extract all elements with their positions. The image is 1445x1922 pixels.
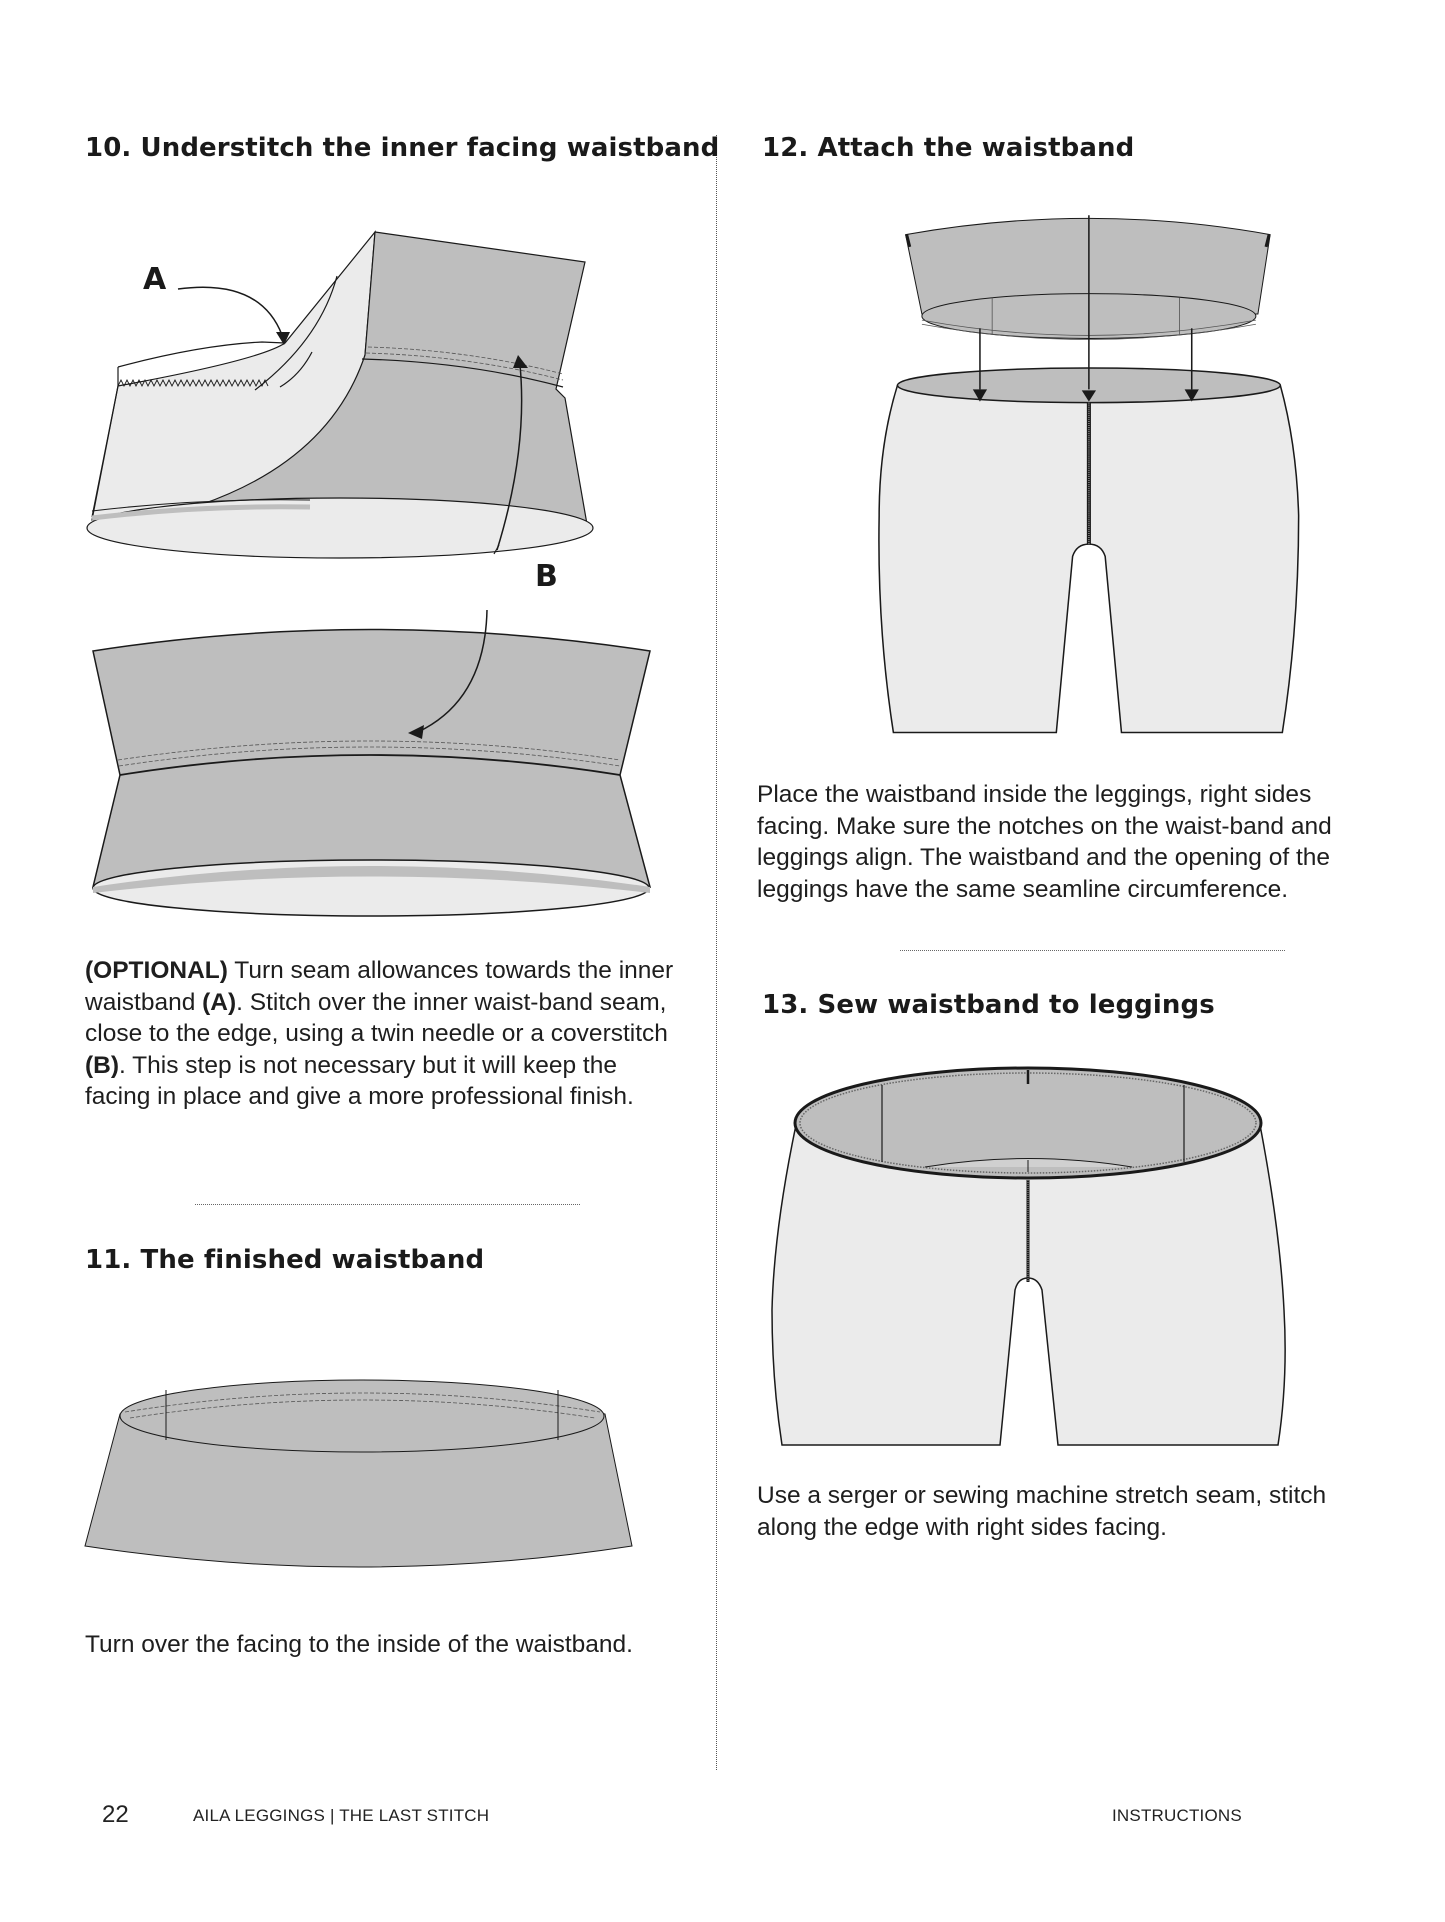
step-10-heading: 10. Understitch the inner facing waistba…	[85, 133, 720, 163]
step-11-heading: 11. The finished waistband	[85, 1245, 485, 1275]
section-divider	[900, 950, 1285, 951]
figure-attach-waistband	[878, 215, 1300, 734]
figure-understitch-folded	[86, 230, 594, 559]
section-divider	[195, 1204, 580, 1205]
ref-a: (A)	[202, 988, 237, 1016]
step-12-heading: 12. Attach the waistband	[762, 133, 1135, 163]
optional-tag: (OPTIONAL)	[85, 957, 228, 984]
figure-sew-waistband	[771, 1066, 1286, 1446]
step-13-text: Use a serger or sewing machine stretch s…	[757, 1482, 1327, 1541]
text-part: . Stitch over the inner waist-band seam,…	[85, 988, 668, 1048]
step-13-heading: 13. Sew waistband to leggings	[762, 990, 1215, 1020]
step-10-text: (OPTIONAL) Turn seam allowances towards …	[85, 955, 685, 1113]
figure-finished-waistband	[84, 1379, 633, 1568]
label-b: B	[535, 559, 558, 594]
footer-title: AILA LEGGINGS | THE LAST STITCH	[193, 1806, 490, 1825]
step-11-text: Turn over the facing to the inside of th…	[85, 1631, 633, 1658]
text-part: Turn seam allowances towards the inner w…	[85, 957, 674, 1016]
text-part: . This step is not necessary but it will…	[85, 1051, 634, 1111]
column-divider	[716, 135, 717, 1770]
page-number: 22	[102, 1801, 129, 1828]
figure-understitch-finished	[92, 544, 652, 917]
ref-b: (B)	[85, 1051, 120, 1079]
step-12-text: Place the waistband inside the leggings,…	[757, 781, 1332, 903]
label-a: A	[143, 262, 167, 297]
footer-section: INSTRUCTIONS	[1112, 1806, 1242, 1825]
